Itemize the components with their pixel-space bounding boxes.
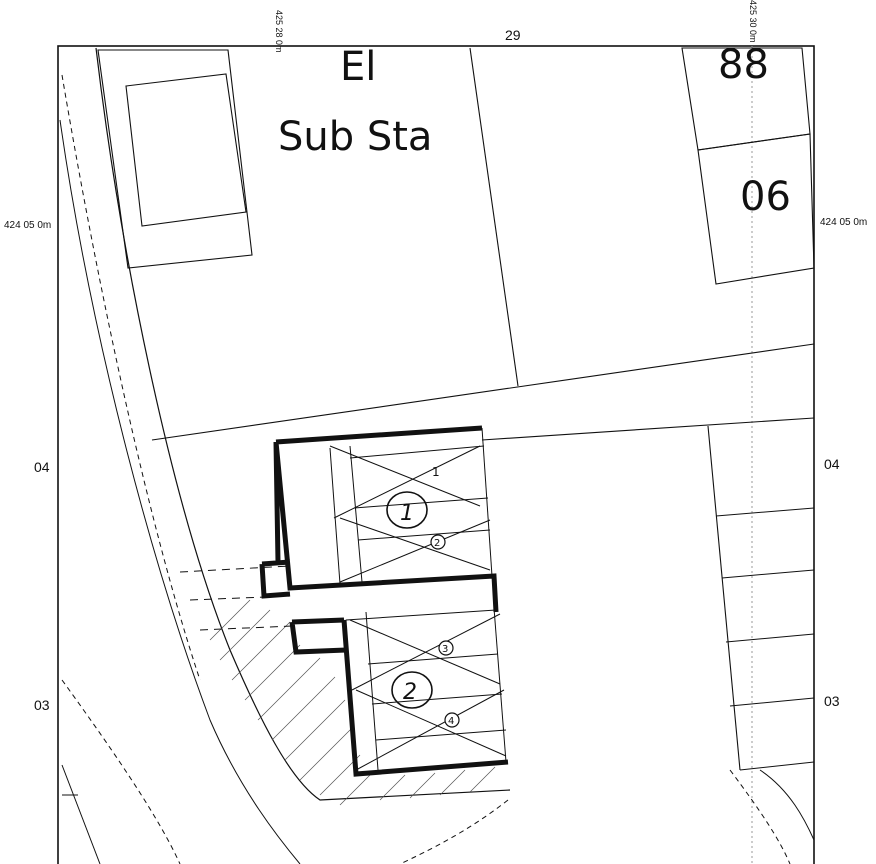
annotation-block-1: 1	[400, 501, 414, 526]
annotation-unit-2: 2	[434, 538, 440, 549]
unit-3-circle	[438, 640, 454, 656]
northing-label-03-right: 03	[824, 693, 840, 709]
path-edge-lower	[481, 417, 815, 441]
kerb-dashed-left	[61, 679, 181, 864]
unit-2-circle	[430, 534, 446, 550]
plot-outline-top-left	[97, 49, 253, 269]
road-edge-inner	[95, 47, 511, 801]
plot-boundary-mid	[469, 47, 519, 387]
block-2-circle	[391, 671, 433, 709]
road-edge-far-right	[759, 769, 815, 841]
terrace-divider-4	[729, 697, 815, 707]
annotation-unit-1: 1	[432, 465, 440, 479]
northing-label-04-right: 04	[824, 456, 840, 472]
map-frame	[57, 45, 815, 864]
terrace-divider-1	[715, 507, 815, 517]
kerb-dashed-upper	[61, 74, 201, 681]
terrace-front-line	[707, 425, 741, 771]
road-edge-outer	[59, 119, 301, 864]
terrace-divider-3	[725, 633, 815, 643]
easting-label-29: 29	[505, 27, 521, 43]
block-1-circle	[386, 491, 428, 529]
terrace-divider-5	[739, 761, 815, 771]
northing-label-03-left: 03	[34, 697, 50, 713]
road-edge-bottom-left	[61, 764, 101, 864]
northing-label-04-left: 04	[34, 459, 50, 475]
block-1-units	[179, 427, 493, 601]
easting-label-28: 425 28 0m	[274, 10, 284, 53]
easting-label-30: 425 30 0m	[748, 0, 758, 43]
terrace-divider-2	[721, 569, 815, 579]
northing-label-05-left: 424 05 0m	[4, 220, 51, 231]
annotation-block-2: 2	[403, 680, 417, 705]
path-edge-upper	[151, 343, 815, 441]
annotation-unit-4: 4	[448, 716, 454, 727]
building-small	[125, 73, 247, 227]
block-2-outline	[289, 617, 509, 777]
northing-label-05-right: 424 05 0m	[820, 217, 867, 228]
kerb-dashed-right	[399, 799, 509, 864]
block-1-outline	[259, 425, 499, 613]
house-06-outline	[697, 133, 815, 285]
unit-4-circle	[444, 712, 460, 728]
block-2-units	[199, 607, 507, 771]
label-sub-sta: Sub Sta	[278, 114, 432, 160]
kerb-dashed-far-right	[729, 769, 791, 864]
label-house-06: 06	[740, 174, 791, 220]
label-house-88: 88	[718, 42, 769, 88]
label-el: El	[340, 44, 376, 90]
annotation-unit-3: 3	[442, 644, 448, 655]
